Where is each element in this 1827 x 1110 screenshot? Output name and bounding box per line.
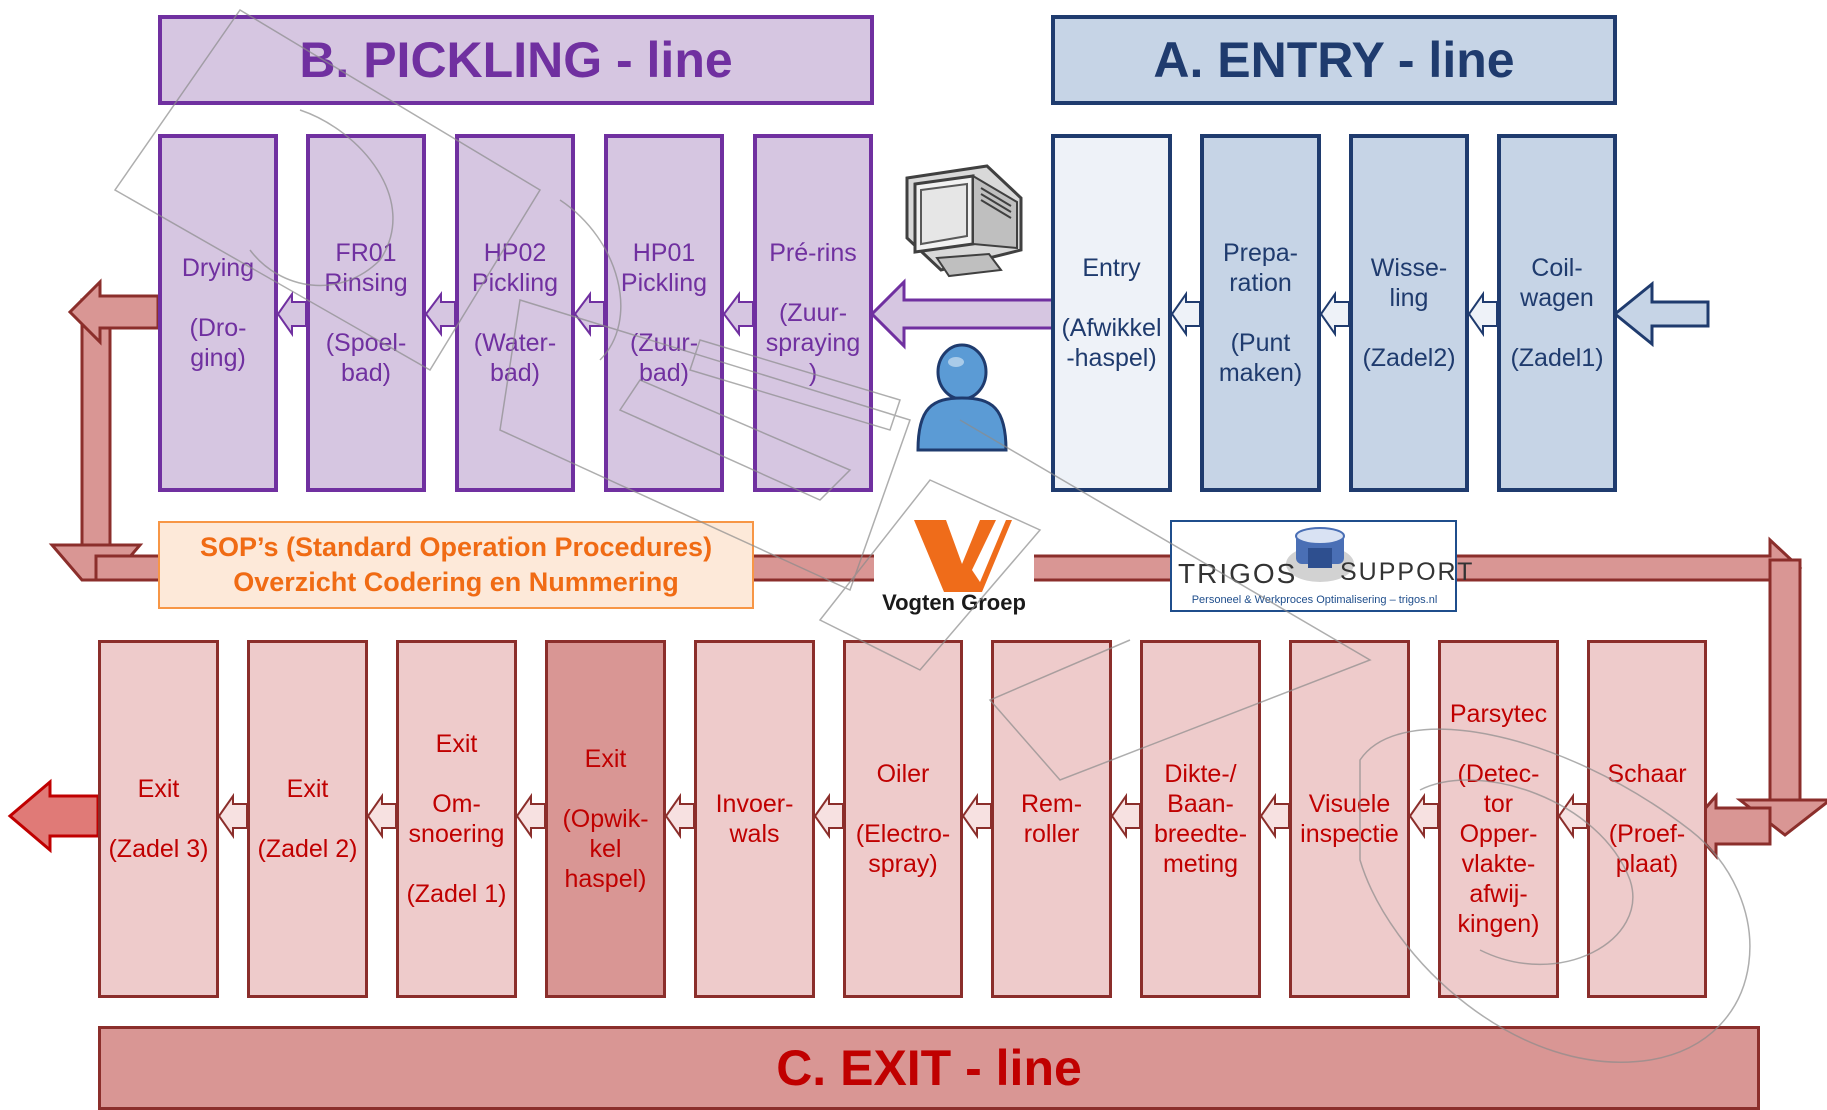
small-left-arrow [961,792,992,840]
step-label: Wisse- ling [1370,254,1448,312]
entry-step-wisseling: Wisse- ling (Zadel2) [1349,134,1469,492]
step-label: Exit [584,745,627,773]
small-left-arrow [217,792,248,840]
step-label: Rem- roller [1020,790,1083,848]
vogten-logo-text: Vogten Groep [882,590,1026,615]
small-left-arrow [424,291,456,337]
step-label: Prepa- ration [1222,239,1299,297]
step-sublabel: (Zadel 3) [108,835,209,863]
step-sublabel: (Electro- spray) [855,820,951,878]
step-label: Dikte-/ Baan- breedte- meting [1153,760,1248,878]
small-left-arrow [1557,792,1588,840]
step-label: Oiler [876,760,930,788]
computer-monitor-icon [905,164,1023,278]
exit-step-zadel3: Exit (Zadel 3) [98,640,219,998]
person-icon [916,343,1008,452]
step-label: Pré-rins [769,239,857,267]
step-sublabel: (Zadel1) [1510,344,1604,372]
small-left-arrow [1259,792,1290,840]
step-sublabel: (Detec- tor Opper- vlakte- afwij- kingen… [1457,760,1540,938]
step-label: Invoer- wals [715,790,794,848]
trigos-logo: TRIGOS SUPPORT Personeel & Werkproces Op… [1170,520,1472,612]
small-left-arrow [664,792,695,840]
exit-step-diktemeting: Dikte-/ Baan- breedte- meting [1140,640,1261,998]
sop-box: SOP’s (Standard Operation Procedures) Ov… [158,521,754,609]
vogten-logo-mark [914,520,1012,592]
exit-step-opwikkelhaspel: Exit (Opwik- kel haspel) [545,640,666,998]
exit-step-parsytec: Parsytec (Detec- tor Opper- vlakte- afwi… [1438,640,1559,998]
step-sublabel: (Zadel 2) [257,835,358,863]
exit-out-arrow [7,778,100,854]
step-sublabel: (Zadel2) [1362,344,1456,372]
small-left-arrow [813,792,844,840]
small-left-arrow [722,291,754,337]
step-sublabel: (Zadel 1) [406,880,507,908]
step-sublabel: (Opwik- kel haspel) [562,805,649,893]
step-label: Exit [435,730,478,758]
step-sublabel: (Afwikkel -haspel) [1061,314,1162,372]
step-label: Exit [137,775,180,803]
entry-step-preparation: Prepa- ration (Punt maken) [1200,134,1321,492]
sop-subtitle: Overzicht Codering en Nummering [233,567,679,597]
entry-line-title: A. ENTRY - line [1051,15,1617,105]
vogten-logo: Vogten Groep [874,520,1034,620]
step-label: Visuele inspectie [1300,790,1399,848]
small-left-arrow [276,290,307,338]
small-left-arrow [1110,792,1141,840]
exit-step-invoerwals: Invoer- wals [694,640,815,998]
entry-step-coilwagen: Coil- wagen (Zadel1) [1497,134,1617,492]
step-label: HP01 Pickling [620,239,708,297]
exit-step-remroller: Rem- roller [991,640,1112,998]
step-label: Parsytec [1449,700,1548,728]
entry-in-arrow [1612,280,1710,348]
small-left-arrow [1170,290,1201,338]
exit-step-visuele-inspectie: Visuele inspectie [1289,640,1410,998]
small-left-arrow [573,291,605,337]
step-sublabel: Om- snoering [408,790,505,848]
exit-step-oiler: Oiler (Electro- spray) [843,640,963,998]
small-left-arrow [515,792,546,840]
trigos-logo-tagline: Personeel & Werkproces Optimalisering – … [1191,594,1438,606]
entry-step-entry: Entry (Afwikkel -haspel) [1051,134,1172,492]
step-sublabel: (Punt maken) [1218,329,1303,387]
step-label: Schaar [1607,760,1687,788]
step-label: Exit [286,775,329,803]
exit-step-omsnoering: Exit Om- snoering (Zadel 1) [396,640,517,998]
step-sublabel: (Proef- plaat) [1608,820,1686,878]
step-label: Entry [1082,254,1141,282]
exit-step-zadel2: Exit (Zadel 2) [247,640,368,998]
small-left-arrow [1467,290,1498,338]
trigos-logo-word-right: SUPPORT [1340,558,1475,586]
step-label: Coil- wagen [1520,254,1594,312]
exit-step-schaar: Schaar (Proef- plaat) [1587,640,1707,998]
small-left-arrow [1319,290,1350,338]
trigos-logo-word-left: TRIGOS [1178,558,1298,589]
small-left-arrow [1408,792,1439,840]
small-left-arrow [366,792,397,840]
sop-title: SOP’s (Standard Operation Procedures) [199,532,713,562]
